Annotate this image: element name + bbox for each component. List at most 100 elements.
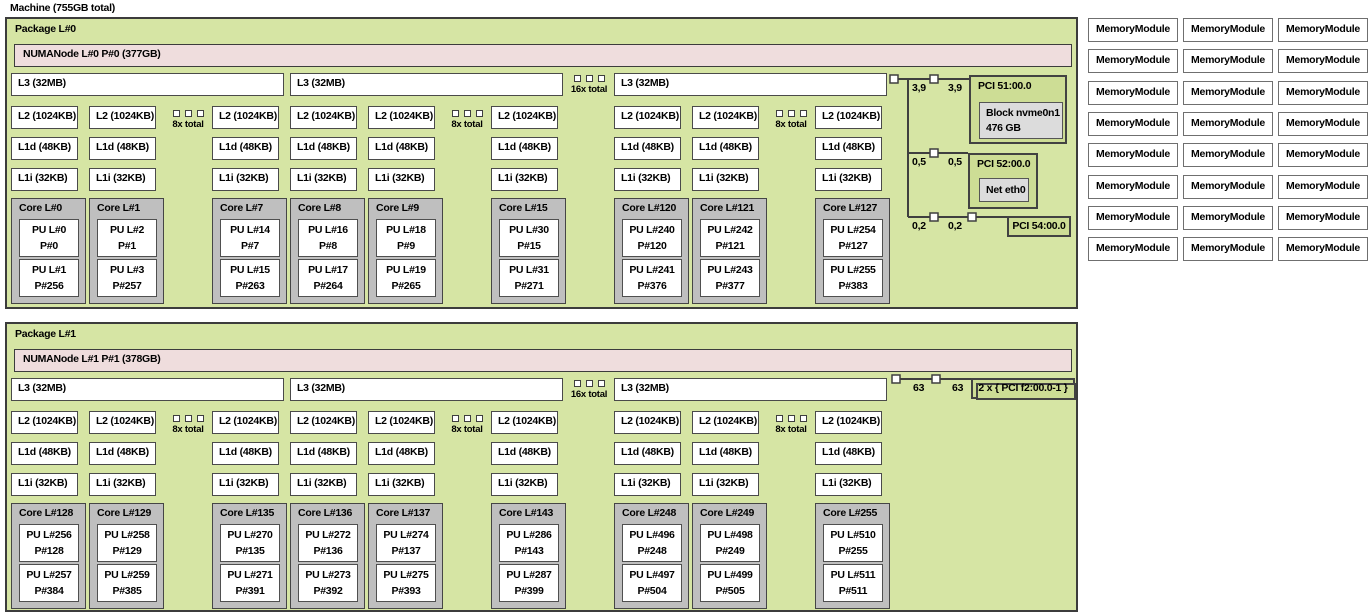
l1d-cache: L1d (48KB) [815,137,882,160]
memory-module: MemoryModule [1183,206,1273,230]
l1d-cache: L1d (48KB) [89,137,156,160]
l2-cache: L2 (1024KB) [614,106,681,129]
pu-pnum: P#256 [34,280,64,292]
collapse-dot [463,415,471,422]
l1d-cache: L1d (48KB) [290,442,357,465]
collapse-dot [184,415,192,422]
memory-module: MemoryModule [1088,81,1178,105]
l1d-cache: L1d (48KB) [212,442,279,465]
l1i-cache: L1i (32KB) [491,168,558,191]
pu-pnum: P#263 [235,280,265,292]
pu-pnum: P#377 [715,280,745,292]
core-title: Core L#7 [220,202,263,214]
pci-box: PCI 54:00.0 [1007,216,1071,237]
device-label: 476 GB [986,121,1021,134]
collapse-dot [597,380,605,387]
pu-pnum: P#385 [112,585,142,597]
pu-label: PU L#19 [386,264,426,276]
core-title: Core L#128 [19,507,74,519]
pci-bridge-square [931,374,941,384]
pu-label: PU L#16 [308,224,348,236]
pu-pnum: P#127 [838,240,868,252]
l3-cache: L3 (32MB) [290,73,563,96]
pu-pnum: P#399 [514,585,544,597]
collapse-dots [164,110,212,118]
l1i-cache: L1i (32KB) [614,473,681,496]
pu-label: PU L#498 [707,529,753,541]
pu-pnum: P#137 [391,545,421,557]
net-device-box: Net eth0 [979,178,1029,202]
l1i-cache: L1i (32KB) [11,168,78,191]
l2-cache: L2 (1024KB) [89,411,156,434]
l2-cache: L2 (1024KB) [11,106,78,129]
pu-label: PU L#17 [308,264,348,276]
l1i-cache: L1i (32KB) [491,473,558,496]
collapse-indicator-l2: 8x total [164,110,212,131]
core-title: Core L#135 [220,507,275,519]
core-title: Core L#255 [823,507,878,519]
pu-label: PU L#258 [104,529,150,541]
memory-module: MemoryModule [1183,112,1273,136]
pu-pnum: P#136 [313,545,343,557]
collapse-dot [573,380,581,387]
core-title: Core L#120 [622,202,677,214]
l1d-cache: L1d (48KB) [692,137,759,160]
collapse-dot [172,110,180,117]
pu-label: PU L#241 [629,264,675,276]
pu-pnum: P#1 [118,240,136,252]
pu-label: PU L#286 [506,529,552,541]
l2-cache: L2 (1024KB) [89,106,156,129]
pu-pnum: P#257 [112,280,142,292]
collapse-dot [787,415,795,422]
memory-module: MemoryModule [1278,49,1368,73]
l1d-cache: L1d (48KB) [491,442,558,465]
pu-pnum: P#7 [241,240,259,252]
l2-cache: L2 (1024KB) [212,411,279,434]
collapse-indicator-l2: 8x total [767,110,815,131]
l2-cache: L2 (1024KB) [692,106,759,129]
pu-label: PU L#254 [830,224,876,236]
pu-pnum: P#9 [397,240,415,252]
memory-module: MemoryModule [1183,49,1273,73]
memory-module: MemoryModule [1088,112,1178,136]
pci-bridge-square [929,212,939,222]
device-label: Net eth0 [986,183,1026,196]
pu-label: PU L#272 [305,529,351,541]
pci-link-speed: 0,5 [912,156,926,168]
core-title: Core L#137 [376,507,431,519]
collapse-indicator-l3: 16x total [557,380,621,401]
collapse-label: 8x total [172,119,204,130]
collapse-dot [585,380,593,387]
l2-cache: L2 (1024KB) [614,411,681,434]
l3-cache: L3 (32MB) [614,378,887,401]
pu-pnum: P#391 [235,585,265,597]
l1i-cache: L1i (32KB) [11,473,78,496]
pu-pnum: P#255 [838,545,868,557]
pu-pnum: P#505 [715,585,745,597]
l1i-cache: L1i (32KB) [692,473,759,496]
pu-pnum: P#120 [637,240,667,252]
l1d-cache: L1d (48KB) [614,442,681,465]
l1d-cache: L1d (48KB) [491,137,558,160]
